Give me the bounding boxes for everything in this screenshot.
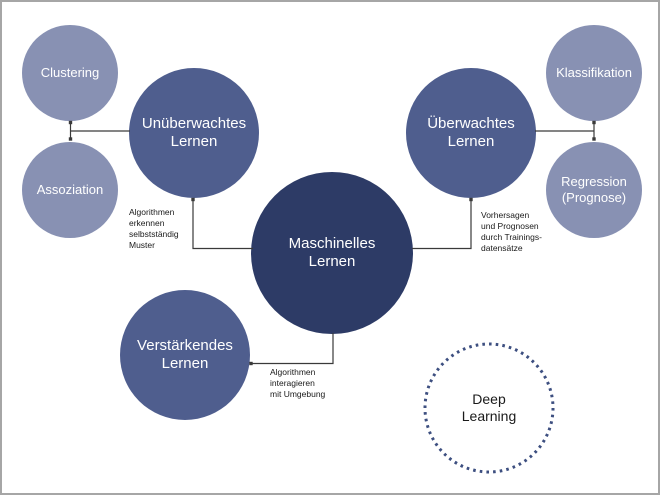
node-regression: Regression (Prognose)	[546, 142, 642, 238]
node-deep-learning: Deep Learning	[461, 390, 517, 424]
node-verstaerkendes-lernen: Verstärkendes Lernen	[120, 290, 250, 420]
node-maschinelles-lernen: Maschinelles Lernen	[251, 172, 413, 334]
annotation-unsupervised: Algorithmen erkennen selbstständig Muste…	[129, 207, 179, 251]
node-unueberwachtes-lernen: Unüberwachtes Lernen	[129, 68, 259, 198]
node-klassifikation: Klassifikation	[546, 25, 642, 121]
annotation-reinforcement: Algorithmen interagieren mit Umgebung	[270, 367, 326, 400]
annotation-supervised: Vorhersagen und Prognosen durch Training…	[481, 210, 542, 254]
node-clustering: Clustering	[22, 25, 118, 121]
node-assoziation: Assoziation	[22, 142, 118, 238]
node-ueberwachtes-lernen: Überwachtes Lernen	[406, 68, 536, 198]
